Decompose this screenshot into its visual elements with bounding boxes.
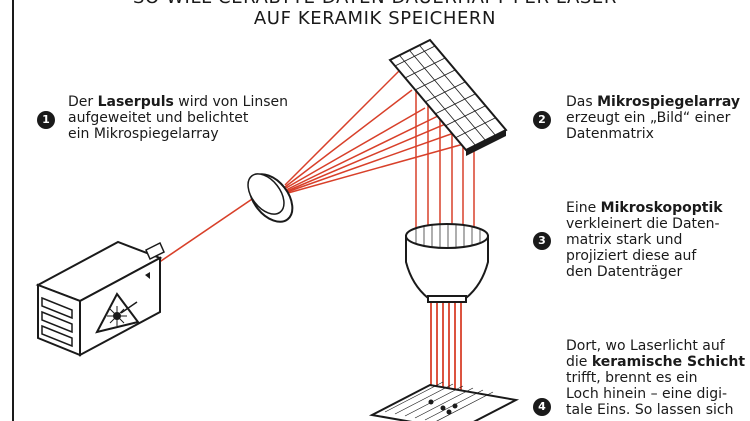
- step-3-text: Eine Mikroskopoptik verkleinert die Date…: [566, 200, 723, 280]
- step-2-line: Datenmatrix: [566, 126, 654, 142]
- step-4-line: trifft, brennt es ein: [566, 370, 698, 386]
- laser-device: [35, 240, 165, 357]
- diagram-title-line-2: AUF KERAMIK SPEICHERN: [253, 8, 497, 29]
- step-2-line: Das Mikrospiegelarray: [566, 94, 741, 110]
- step-4-line: tale Eins. So lassen sich: [566, 402, 734, 418]
- frame-left-border: [12, 0, 14, 421]
- laser-warning-icon: [95, 292, 140, 334]
- step-2-text: Das Mikrospiegelarray erzeugt ein „Bild“…: [566, 94, 740, 142]
- laser-beam-initial: [157, 194, 259, 264]
- step-1-line: ein Mikrospiegelarray: [68, 126, 219, 142]
- step-2-line: erzeugt ein „Bild“ einer: [566, 110, 731, 126]
- step-1-badge: 1: [37, 111, 55, 129]
- step-3-line: matrix stark und: [566, 232, 683, 248]
- step-1-text: Der Laserpuls wird von Linsen aufgeweite…: [68, 94, 288, 142]
- lens: [247, 173, 294, 223]
- step-3-line: den Datenträger: [566, 264, 683, 280]
- step-4-line: Loch hinein – eine digi-: [566, 386, 728, 402]
- step-4-text: Dort, wo Laserlicht auf die keramische S…: [566, 338, 745, 418]
- microscope-objective: [405, 223, 489, 303]
- step-1-line: aufgeweitet und belichtet: [68, 110, 249, 126]
- step-3-line: Eine Mikroskopoptik: [566, 200, 723, 216]
- ceramic-substrate: [368, 381, 520, 421]
- step-4-line: die keramische Schicht: [566, 354, 746, 370]
- step-3-line: projiziert diese auf: [566, 248, 697, 264]
- micro-mirror-array: [388, 38, 508, 156]
- step-3-line: verkleinert die Daten-: [566, 216, 720, 232]
- diagram-title-line-1: SO WILL CERABYTE DATEN DAUERHAFT PER LAS…: [0, 0, 750, 9]
- beam-fan: [284, 69, 479, 194]
- step-1-line: Der Laserpuls wird von Linsen: [68, 94, 288, 110]
- step-4-line: Dort, wo Laserlicht auf: [566, 338, 725, 354]
- step-2-badge: 2: [533, 111, 551, 129]
- step-4-badge: 4: [533, 398, 551, 416]
- step-3-badge: 3: [533, 232, 551, 250]
